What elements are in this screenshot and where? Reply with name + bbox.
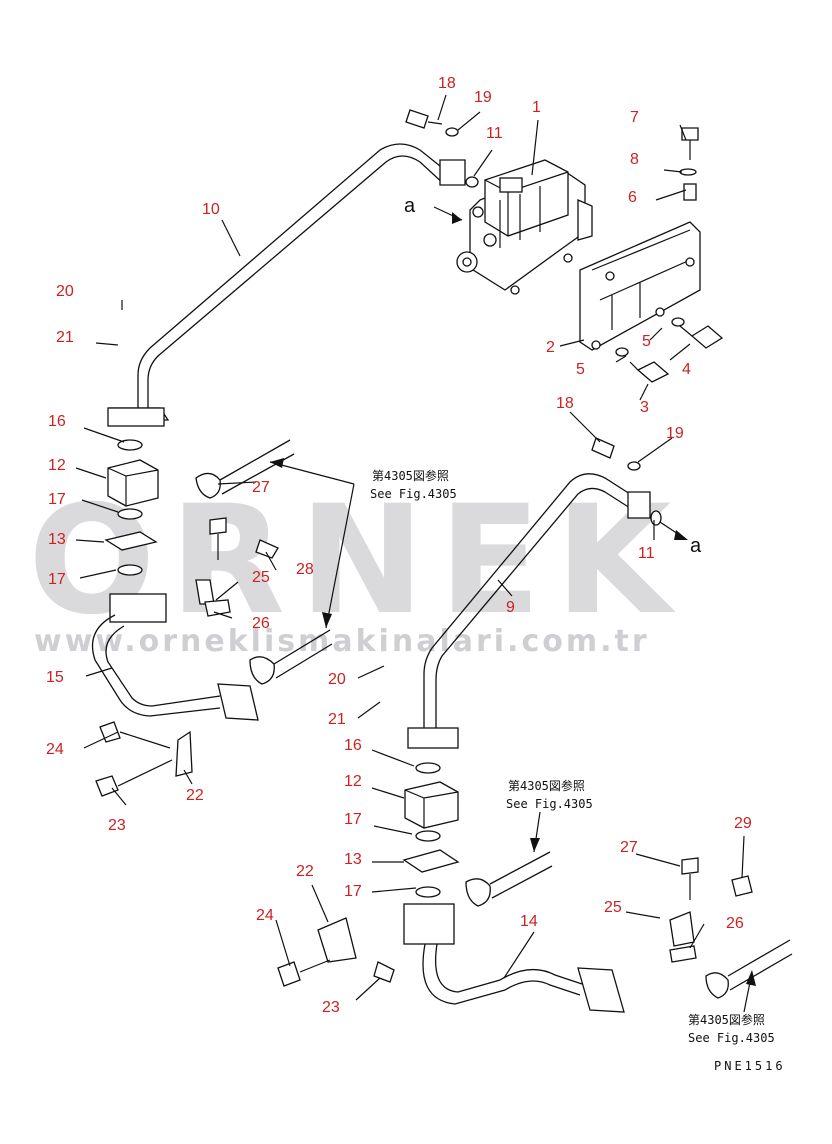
valve-bracket [579,221,701,351]
pipe-10 [107,109,479,427]
callout-19b: 19 [666,425,684,442]
callout-20b: 20 [328,671,346,688]
callout-4: 4 [682,361,691,378]
callout-22a: 22 [186,787,204,804]
ref-note-en: See Fig.4305 [688,1031,775,1045]
callout-17b: 17 [48,571,66,588]
callout-2: 2 [546,339,555,356]
callout-3: 3 [640,399,649,416]
callout-1: 1 [532,99,541,116]
callout-6: 6 [628,189,637,206]
callout-8: 8 [630,151,639,168]
callout-11a: 11 [486,125,503,142]
reference-note-2: 第4305図参照 See Fig.4305 [506,778,593,811]
callout-24b: 24 [256,907,274,924]
callout-17a: 17 [48,491,66,508]
right-flange-group [277,762,793,1013]
ref-note-jp: 第4305図参照 [372,468,449,483]
callout-23b: 23 [322,999,340,1016]
callout-15: 15 [46,669,64,686]
ref-note-en: See Fig.4305 [506,797,593,811]
reference-note-1: 第4305図参照 See Fig.4305 [370,468,457,501]
ref-note-en: See Fig.4305 [370,487,457,501]
callout-12a: 12 [48,457,66,474]
callout-20a: 20 [56,283,74,300]
drawing-code: PNE1516 [714,1059,786,1073]
callout-16a: 16 [48,413,66,430]
ref-note-jp: 第4305図参照 [688,1012,765,1027]
callout-10: 10 [202,201,220,218]
callout-26a: 26 [252,615,270,632]
reference-note-3: 第4305図参照 See Fig.4305 [688,1012,775,1045]
callout-27a: 27 [252,479,270,496]
pipe-9 [407,437,662,749]
callout-25b: 25 [604,899,622,916]
callout-5a: 5 [642,333,651,350]
callout-5b: 5 [576,361,585,378]
callout-9: 9 [506,599,515,616]
callout-27b: 27 [620,839,638,856]
watermark-url: www.orneklismakinalari.com.tr [34,624,650,659]
control-valve-assembly [456,159,593,295]
view-marker-a-left: a [404,195,416,217]
callout-25a: 25 [252,569,270,586]
callout-17c: 17 [344,811,362,828]
leader-lines [75,94,756,1013]
callout-12b: 12 [344,773,362,790]
callout-19a: 19 [474,89,492,106]
callout-26b: 26 [726,915,744,932]
callout-13a: 13 [48,531,66,548]
callout-21b: 21 [328,711,346,728]
part-callouts: 1 2 3 4 5 5 6 7 8 9 10 11 11 12 12 13 13… [46,75,752,1016]
callout-13b: 13 [344,851,362,868]
view-marker-a-right: a [690,535,702,557]
left-flange-group [91,439,333,797]
callout-28: 28 [296,561,314,578]
hardware-top-right [615,127,724,383]
callout-16b: 16 [344,737,362,754]
callout-18a: 18 [438,75,456,92]
callout-11b: 11 [638,545,655,562]
callout-24a: 24 [46,741,64,758]
callout-18b: 18 [556,395,574,412]
callout-21a: 21 [56,329,74,346]
callout-22b: 22 [296,863,314,880]
callout-7: 7 [630,109,639,126]
ref-note-jp: 第4305図参照 [508,778,585,793]
callout-23a: 23 [108,817,126,834]
callout-29: 29 [734,815,752,832]
callout-17d: 17 [344,883,362,900]
callout-14: 14 [520,913,538,930]
